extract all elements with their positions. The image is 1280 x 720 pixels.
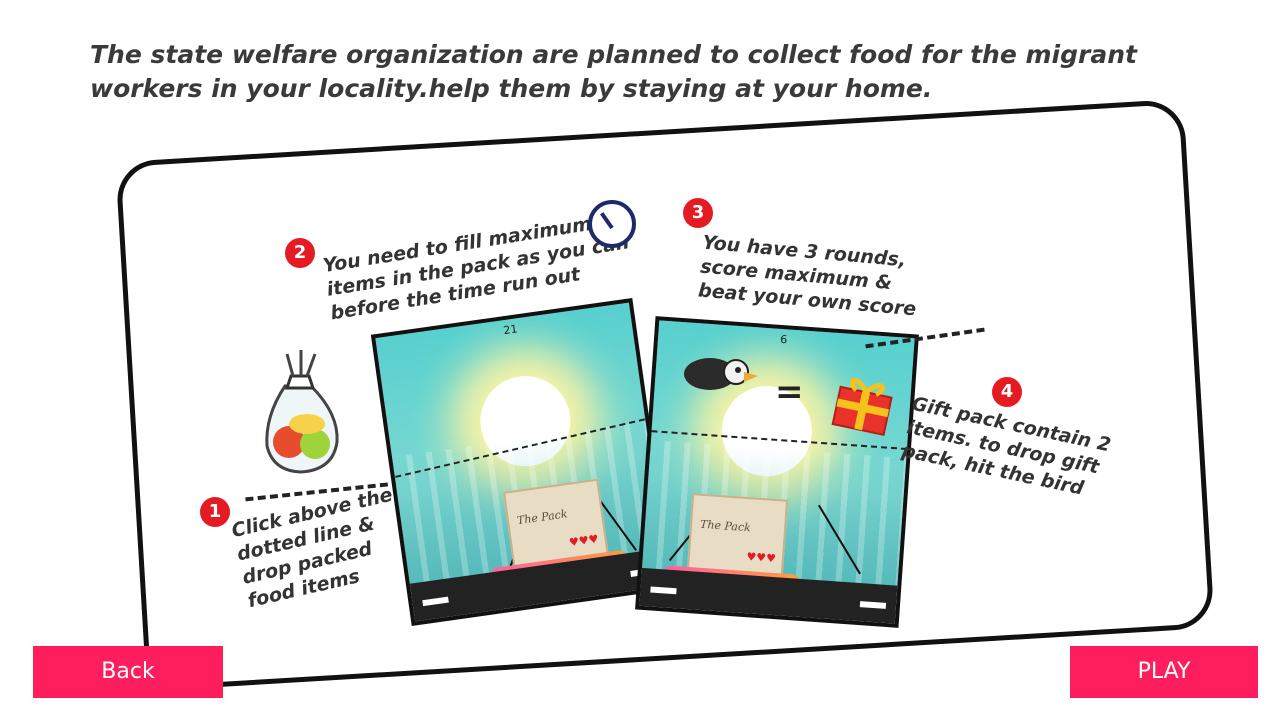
clock-icon — [588, 200, 636, 248]
step-1-badge: 1 — [200, 497, 230, 527]
gift-icon — [831, 378, 893, 436]
screen-2-timer: 6 — [779, 332, 788, 347]
back-button[interactable]: Back — [33, 646, 223, 698]
game-screen-1: 21 The Pack ♥♥♥ — [370, 298, 674, 626]
step-2-badge: 2 — [285, 238, 315, 268]
game-screen-2: 6 The Pack ♥♥♥ — [635, 316, 919, 628]
equals-sign: = — [775, 372, 804, 412]
food-bag-icon — [265, 350, 339, 474]
step-4-badge: 4 — [992, 377, 1022, 407]
hearts: ♥♥♥ — [568, 532, 600, 550]
instruction-heading: The state welfare organization are plann… — [90, 40, 1137, 103]
hearts: ♥♥♥ — [745, 550, 777, 566]
the-pack-box: The Pack ♥♥♥ — [687, 493, 789, 576]
box-label: The Pack — [699, 517, 752, 535]
box-label: The Pack — [516, 507, 569, 528]
bird-icon — [684, 358, 758, 390]
play-button[interactable]: PLAY — [1070, 646, 1258, 698]
screen-1-timer: 21 — [502, 322, 519, 338]
step-3-badge: 3 — [683, 198, 713, 228]
